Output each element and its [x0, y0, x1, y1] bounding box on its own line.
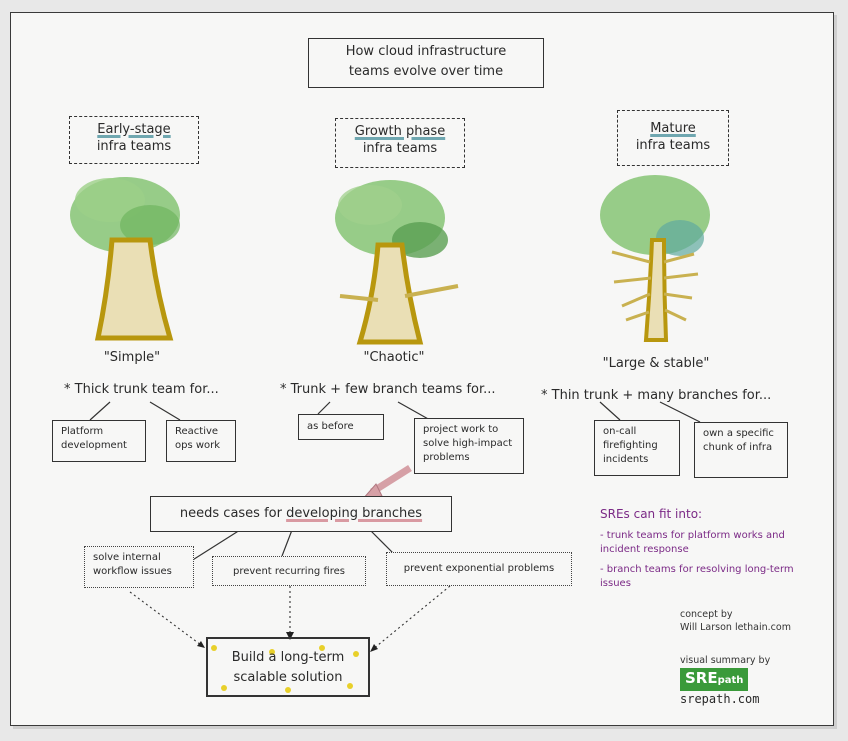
needs-box: needs cases for developing branches — [150, 496, 452, 532]
stage-growth-rest: infra teams — [362, 141, 438, 156]
stage-growth-highlight: Growth phase — [354, 124, 446, 139]
solution-line1: Build a long-term — [231, 650, 345, 665]
tree-label-simple: "Simple" — [103, 350, 161, 365]
case-recurring-fires: prevent recurring fires — [212, 556, 366, 586]
item-as-before: as before — [298, 414, 384, 440]
stage-mature-highlight: Mature — [650, 121, 696, 136]
bullet-growth: * Trunk + few branch teams for... — [280, 382, 496, 397]
credit-concept-name: Will Larson lethain.com — [680, 622, 791, 633]
stage-early-title: Early-stage infra teams — [69, 116, 199, 164]
credit-concept-label: concept by — [680, 609, 733, 620]
stage-mature-title: Mature infra teams — [617, 110, 729, 166]
needs-highlight: developing branches — [286, 506, 423, 521]
solution-line2: scalable solution — [233, 670, 343, 685]
tree-mature — [600, 175, 710, 342]
needs-prefix: needs cases for — [179, 506, 287, 521]
sre-notes: SREs can fit into: - trunk teams for pla… — [600, 505, 815, 591]
item-reactive-ops: Reactive ops work — [166, 420, 236, 462]
title-line1: How cloud infrastructure — [345, 44, 507, 59]
solution-box: Build a long-term scalable solution — [206, 637, 370, 697]
item-platform-development: Platform development — [52, 420, 146, 462]
title-line2: teams evolve over time — [348, 64, 504, 79]
sre-item-branch: - branch teams for resolving long-term i… — [600, 564, 794, 589]
srepath-logo: SREpath — [680, 668, 749, 691]
item-own-infra: own a specific chunk of infra — [694, 422, 788, 478]
stage-early-highlight: Early-stage — [97, 122, 171, 137]
sre-heading: SREs can fit into: — [600, 507, 703, 521]
title-box: How cloud infrastructure teams evolve ov… — [308, 38, 544, 88]
tree-label-large-stable: "Large & stable" — [602, 356, 710, 371]
credit-visual-label: visual summary by — [680, 655, 771, 666]
bullet-mature: * Thin trunk + many branches for... — [541, 388, 772, 403]
item-on-call: on-call firefighting incidents — [594, 420, 680, 476]
stage-growth-title: Growth phase infra teams — [335, 118, 465, 168]
case-exponential-problems: prevent exponential problems — [386, 552, 572, 586]
credit-site-link[interactable]: srepath.com — [680, 692, 760, 706]
bullet-early: * Thick trunk team for... — [64, 382, 219, 397]
logo-text: SRE — [685, 669, 718, 687]
stage-early-rest: infra teams — [96, 139, 172, 154]
stage-mature-rest: infra teams — [635, 138, 711, 153]
case-workflow-issues: solve internal workflow issues — [84, 546, 194, 588]
tree-label-chaotic: "Chaotic" — [363, 350, 425, 365]
tree-simple — [70, 177, 180, 341]
logo-sub: path — [717, 675, 744, 686]
item-project-work: project work to solve high-impact proble… — [414, 418, 524, 474]
tree-chaotic — [335, 180, 459, 345]
sre-item-trunk: - trunk teams for platform works and inc… — [600, 530, 785, 555]
